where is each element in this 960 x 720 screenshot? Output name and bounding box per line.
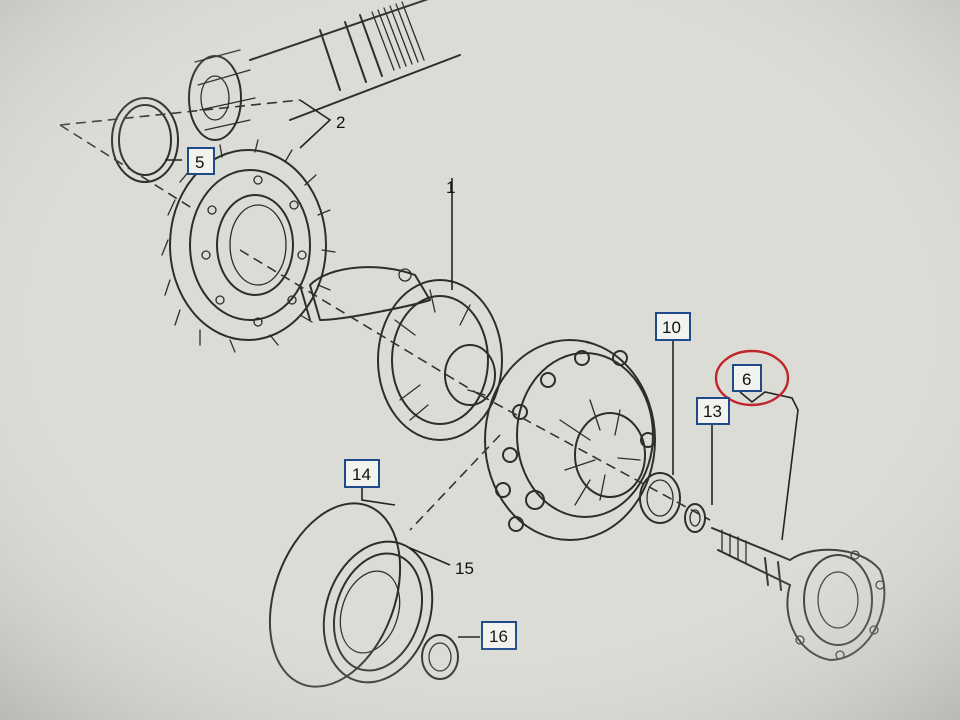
callout-label: 2 — [336, 113, 345, 132]
callout-label: 6 — [742, 370, 751, 389]
callout-part-1: 1 — [446, 178, 455, 197]
callout-label: 1 — [446, 178, 455, 197]
callout-part-15: 15 — [455, 559, 474, 578]
callout-label: 10 — [662, 318, 681, 337]
callout-label: 15 — [455, 559, 474, 578]
callout-part-16: 16 — [481, 621, 517, 650]
callout-part-13: 13 — [696, 397, 730, 425]
callout-label: 5 — [195, 153, 204, 172]
callout-part-2: 2 — [336, 113, 345, 132]
callout-label: 13 — [703, 402, 722, 421]
callout-part-5: 5 — [187, 147, 215, 175]
callout-label: 16 — [489, 627, 508, 646]
callout-label: 14 — [352, 465, 371, 484]
callout-part-10: 10 — [655, 312, 691, 341]
callout-part-14: 14 — [344, 459, 380, 488]
